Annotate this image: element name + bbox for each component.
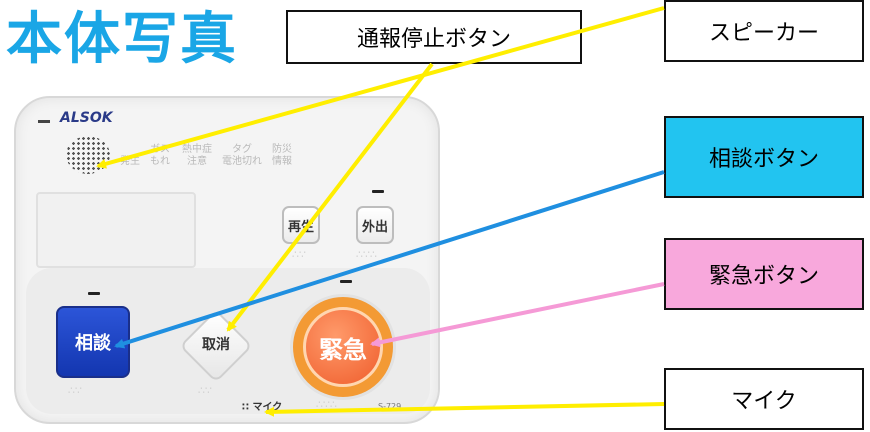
- led-consult: [88, 292, 100, 295]
- indicator-disaster-info: 防災情報: [272, 144, 292, 167]
- arrow-consult-button: [114, 170, 665, 349]
- callout-stop-button: 通報停止ボタン: [286, 10, 582, 64]
- arrow-stop-button: [226, 62, 434, 332]
- callout-consult-button: 相談ボタン: [664, 116, 864, 198]
- arrow-emergency-button: [370, 282, 665, 348]
- indicator-tag-battery: タグ電池切れ: [222, 144, 262, 167]
- emergency-button-label: 緊急: [303, 307, 383, 387]
- out-button[interactable]: 外出: [356, 206, 394, 244]
- consult-caption: ∴∵: [68, 384, 82, 397]
- display-area: [36, 192, 196, 268]
- led-emergency: [340, 280, 352, 283]
- page-title: 本体写真: [6, 7, 238, 72]
- callout-emergency-button: 緊急ボタン: [664, 238, 864, 310]
- model-number: S-729: [378, 402, 402, 411]
- cancel-caption: ∴∵: [198, 384, 212, 397]
- play-button-caption: ∴∵: [292, 248, 306, 261]
- arrow-mic: [264, 402, 665, 417]
- arrow-speaker: [96, 6, 665, 169]
- callout-mic: マイク: [664, 368, 864, 430]
- logo-bar: [38, 120, 50, 123]
- led-out: [372, 190, 384, 193]
- indicator-heatstroke: 熱中症注意: [182, 144, 212, 167]
- cancel-button-label: 取消: [202, 337, 230, 353]
- callout-speaker: スピーカー: [664, 0, 864, 62]
- out-button-caption: ∴∵∴: [356, 248, 377, 261]
- indicator-0: 発生: [120, 156, 140, 167]
- brand-logo: ALSOK: [60, 110, 113, 126]
- emergency-caption: ∴∵∴: [316, 398, 337, 411]
- emergency-button[interactable]: 緊急: [290, 294, 396, 400]
